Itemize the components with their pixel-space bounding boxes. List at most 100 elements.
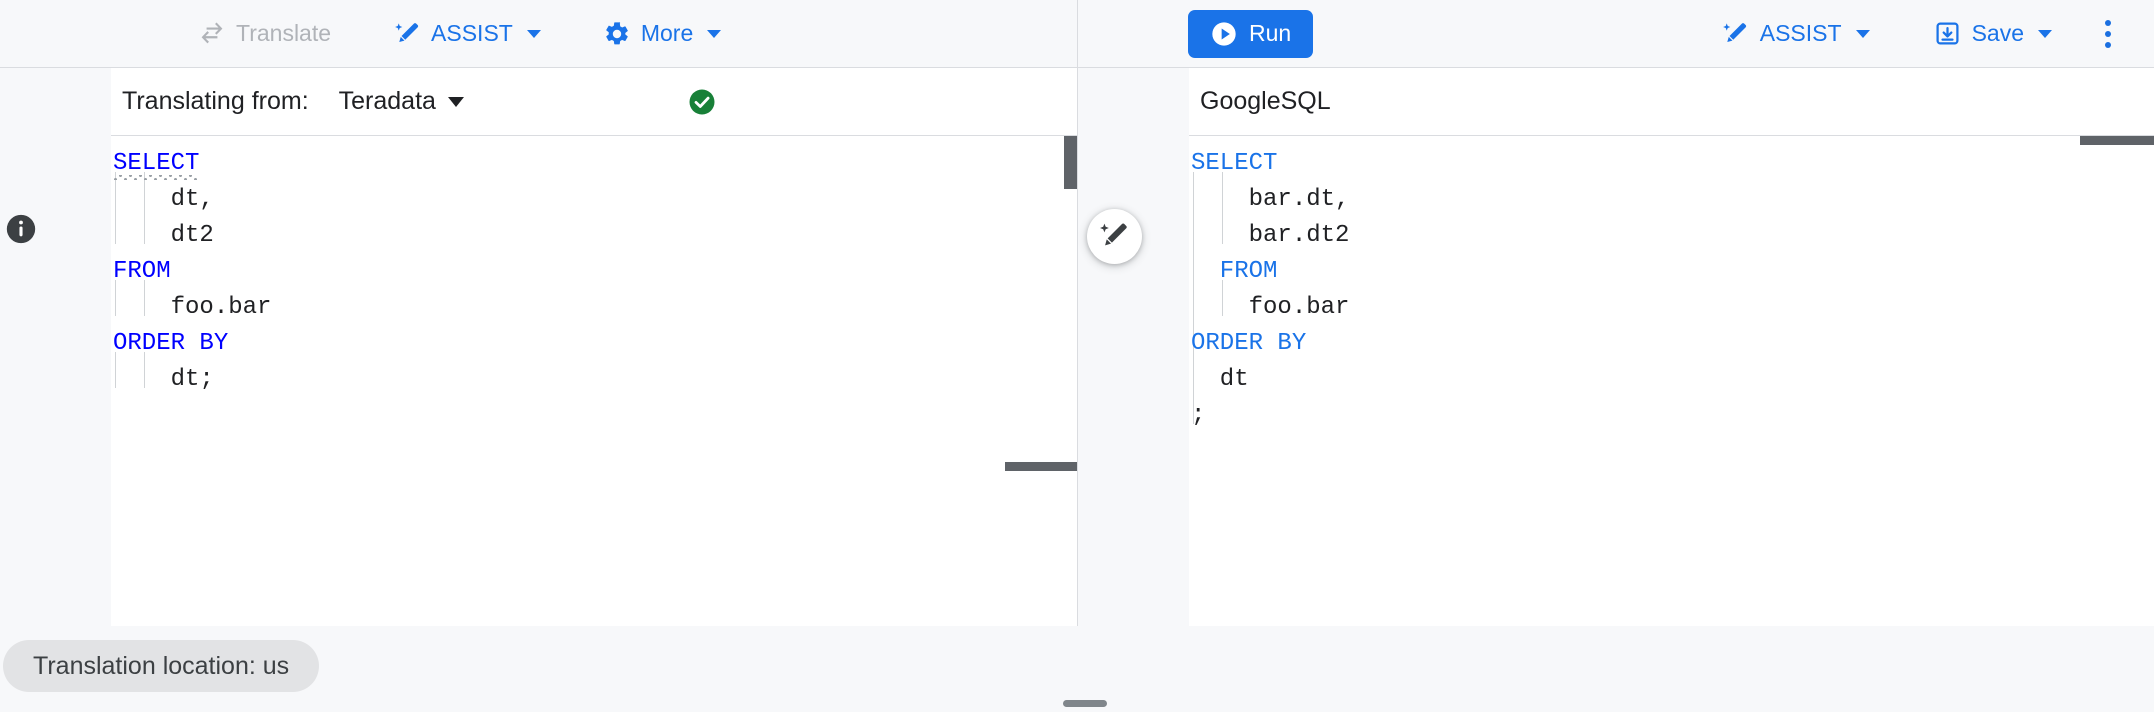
indent-guide	[115, 280, 116, 316]
indent-guide	[1222, 280, 1223, 316]
kebab-dot	[2105, 19, 2111, 26]
toolbar-left-group: Translate ASSIST	[0, 0, 1077, 67]
source-header: Translating from: Teradata	[111, 68, 1077, 136]
info-icon[interactable]	[4, 212, 38, 246]
source-horizontal-scrollbar[interactable]	[1005, 462, 1077, 471]
pane-divider[interactable]	[1077, 68, 1078, 626]
toolbar-divider	[1077, 0, 1078, 67]
source-code-area[interactable]: 1 SELECT 2 dt, 3 dt2 4 FROM	[111, 136, 1077, 626]
kebab-dot	[2105, 30, 2111, 37]
resize-grabber[interactable]	[1063, 700, 1107, 707]
line-text: SELECT	[113, 149, 200, 177]
assist-button-left-label: ASSIST	[431, 20, 513, 46]
magic-wand-icon	[1722, 20, 1750, 48]
target-pane: GoogleSQL 1 SELECT 2 bar.dt,	[1078, 68, 2154, 626]
source-dialect-value: Teradata	[338, 87, 436, 115]
status-badge	[687, 87, 717, 117]
code-line[interactable]: 7 dt	[1189, 361, 2154, 397]
line-text: dt	[1191, 365, 1249, 393]
code-line[interactable]: 5 foo.bar	[1189, 289, 2154, 325]
code-line[interactable]: 2 bar.dt,	[1189, 181, 2154, 217]
target-header: GoogleSQL	[1189, 68, 2154, 136]
code-line[interactable]: 8	[111, 397, 1077, 433]
translating-from-label: Translating from:	[122, 87, 309, 115]
editor-panes: Translating from: Teradata	[0, 68, 2154, 626]
assist-button-right[interactable]: ASSIST	[1708, 10, 1884, 58]
target-rail	[1078, 68, 1189, 626]
code-line[interactable]: 7 dt;	[111, 361, 1077, 397]
indent-guide	[115, 352, 116, 388]
translate-button-label: Translate	[236, 20, 332, 46]
translate-button[interactable]: Translate	[184, 10, 345, 58]
line-text: bar.dt2	[1191, 221, 1350, 249]
code-line[interactable]: 2 dt,	[111, 181, 1077, 217]
chevron-down-icon	[447, 96, 464, 107]
line-text: dt2	[113, 221, 214, 249]
chevron-down-icon	[707, 29, 722, 38]
magic-wand-icon	[1099, 220, 1130, 254]
line-text: dt,	[113, 185, 214, 213]
play-icon	[1210, 20, 1238, 48]
source-vertical-scrollbar[interactable]	[1064, 136, 1077, 189]
chevron-down-icon	[2038, 29, 2052, 38]
code-line[interactable]: 4 FROM	[111, 253, 1077, 289]
code-line[interactable]: 1 SELECT	[111, 145, 1077, 181]
source-dialect-select[interactable]: Teradata	[333, 83, 470, 120]
source-pane: Translating from: Teradata	[0, 68, 1077, 626]
more-button-label: More	[640, 20, 694, 46]
chevron-down-icon	[526, 29, 541, 38]
line-text: ORDER BY	[1191, 329, 1307, 357]
code-line[interactable]: 5 foo.bar	[111, 289, 1077, 325]
code-line[interactable]: 6 ORDER BY	[111, 325, 1077, 361]
line-text: bar.dt,	[1191, 185, 1350, 213]
magic-wand-icon	[393, 20, 421, 48]
toolbar: Translate ASSIST	[0, 0, 2154, 68]
code-line[interactable]: 9	[1189, 433, 2154, 469]
target-horizontal-scrollbar[interactable]	[2080, 136, 2154, 145]
line-text: dt;	[113, 365, 214, 393]
line-text: foo.bar	[113, 293, 272, 321]
save-icon	[1934, 20, 1962, 48]
indent-guide	[144, 172, 145, 244]
more-button[interactable]: More	[589, 10, 735, 58]
code-line[interactable]: 3 bar.dt2	[1189, 217, 2154, 253]
line-text: ;	[1191, 401, 1206, 429]
source-editor[interactable]: 1 SELECT 2 dt, 3 dt2 4 FROM	[111, 136, 1077, 626]
indent-guide	[144, 280, 145, 316]
line-text: foo.bar	[1191, 293, 1350, 321]
run-button[interactable]: Run	[1188, 9, 1314, 58]
code-line[interactable]: 6 ORDER BY	[1189, 325, 2154, 361]
code-line[interactable]: 1 SELECT	[1189, 145, 2154, 181]
toolbar-right-group: Run ASSIST	[1078, 0, 2154, 67]
line-text: SELECT	[1191, 149, 1278, 177]
assist-button-right-label: ASSIST	[1759, 20, 1842, 46]
more-options-icon[interactable]	[2084, 10, 2132, 58]
indent-guide	[144, 352, 145, 388]
kebab-dot	[2105, 41, 2111, 48]
target-code-area[interactable]: 1 SELECT 2 bar.dt, 3 bar.dt2 4 FROM	[1189, 136, 2154, 626]
translate-swap-icon	[198, 20, 226, 48]
indent-guide	[1222, 172, 1223, 244]
target-assist-fab[interactable]	[1087, 209, 1142, 264]
code-line[interactable]: 4 FROM	[1189, 253, 2154, 289]
source-rail	[0, 68, 111, 626]
indent-guide	[1193, 172, 1194, 424]
line-text: FROM	[1191, 257, 1278, 285]
line-text: ORDER BY	[113, 329, 229, 357]
translation-location-label: Translation location: us	[33, 651, 290, 680]
run-button-label: Run	[1249, 20, 1292, 46]
code-line[interactable]: 8 ;	[1189, 397, 2154, 433]
translation-location-chip: Translation location: us	[3, 640, 320, 692]
error-squiggle	[113, 175, 199, 180]
indent-guide	[115, 172, 116, 244]
footer: Translation location: us	[0, 626, 2154, 712]
save-button[interactable]: Save	[1920, 10, 2066, 58]
gear-icon	[603, 20, 631, 48]
save-button-label: Save	[1971, 20, 2024, 46]
code-line[interactable]: 3 dt2	[111, 217, 1077, 253]
target-editor[interactable]: 1 SELECT 2 bar.dt, 3 bar.dt2 4 FROM	[1189, 136, 2154, 626]
target-dialect-label: GoogleSQL	[1200, 87, 1331, 115]
chevron-down-icon	[1855, 29, 1870, 38]
assist-button-left[interactable]: ASSIST	[379, 10, 555, 58]
